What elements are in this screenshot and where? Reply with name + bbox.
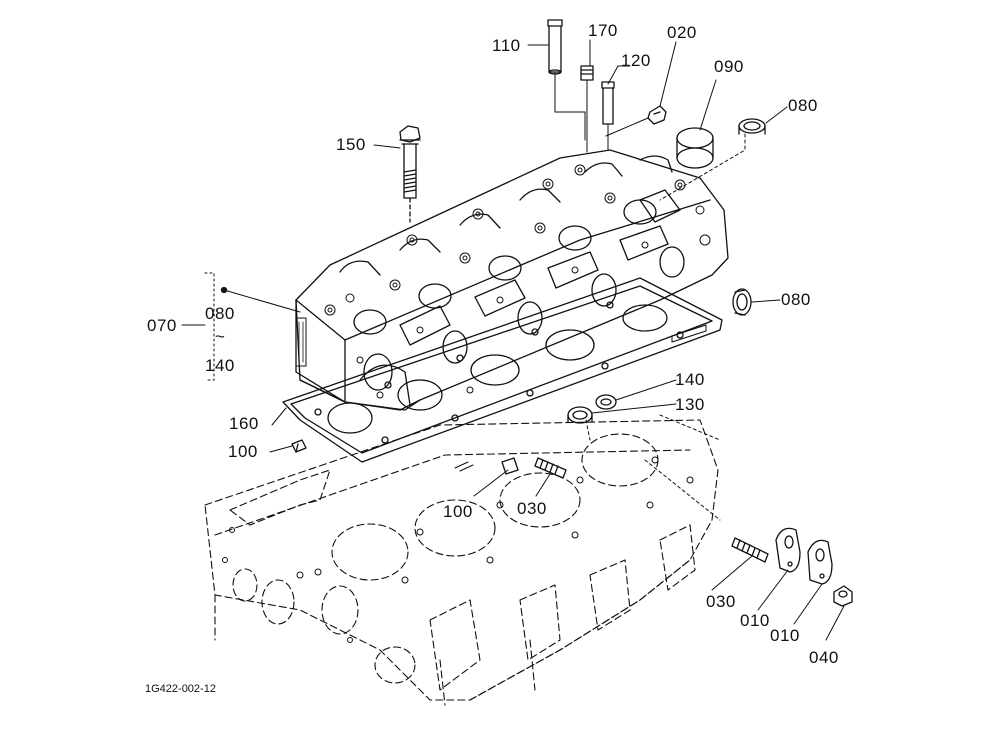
bracket-010-a [775,527,801,573]
dowel-100-right [501,457,519,475]
callout-080-side: 080 [781,290,811,309]
valve-seal-170 [580,65,594,81]
cylinder-block [204,419,719,706]
callout-080-range-start: 080 [205,304,235,323]
valve-guide-120 [601,81,615,125]
dowel-100-left [291,439,307,453]
plug-080-side [732,288,752,316]
plug-080-top [738,118,766,135]
nut-040 [833,585,853,607]
head-bolt-150 [399,125,421,223]
seal-130 [567,406,593,424]
cylinder-head [295,149,729,411]
head-gasket [282,277,723,472]
callout-110: 110 [492,36,521,55]
bracket-010-b [807,539,833,585]
valve-guide-110 [547,19,563,75]
callout-140-range-end: 140 [205,356,235,375]
head-bolt-holes [324,164,711,399]
callout-040: 040 [809,648,839,667]
callout-020: 020 [667,23,697,42]
callout-range-separator: ~ [215,327,226,346]
figure-code: 1G422-002-12 [145,683,216,695]
seal-140 [595,394,617,410]
callout-100-center: 100 [443,502,473,521]
callout-160: 160 [229,414,259,433]
leader-lines [181,39,845,641]
callout-010-b: 010 [770,626,800,645]
callout-030-center: 030 [517,499,547,518]
callout-090: 090 [714,57,744,76]
block-bolt-holes [222,456,694,643]
plug-020 [647,105,667,125]
callout-030-right: 030 [706,592,736,611]
callout-170: 170 [588,21,618,40]
callout-150: 150 [336,135,366,154]
leader-dot [220,286,228,294]
callout-120: 120 [621,51,651,70]
callout-140: 140 [675,370,705,389]
cap-090 [676,127,714,169]
callout-130: 130 [675,395,705,414]
callout-070: 070 [147,316,177,335]
stud-030-bottom [731,537,769,563]
callout-080-top: 080 [788,96,818,115]
callout-100-left: 100 [228,442,258,461]
callout-010-a: 010 [740,611,770,630]
stud-030-top [534,457,567,479]
